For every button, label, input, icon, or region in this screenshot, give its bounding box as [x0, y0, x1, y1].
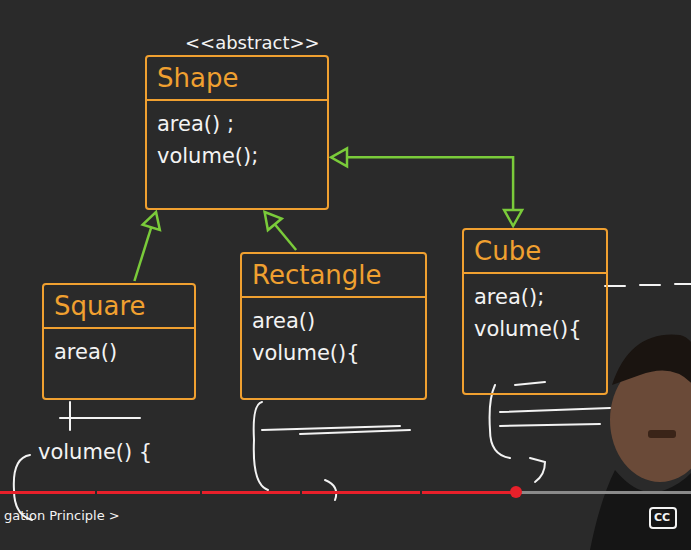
method: area() [252, 306, 415, 338]
class-box: Square area() [42, 283, 196, 400]
method: volume(){ [474, 314, 596, 346]
method: volume(); [157, 141, 317, 173]
method: area() ; [157, 109, 317, 141]
note-label: CC [654, 511, 670, 524]
class-box: Shapearea() ;volume(); [145, 55, 329, 210]
note-label: volume() { [38, 440, 152, 464]
note-label: gation Principle > [4, 508, 120, 523]
inheritance-arrow [265, 212, 297, 250]
method-list: area()volume(){ [242, 298, 425, 377]
class-name: Shape [147, 57, 327, 101]
method-list: area();volume(){ [464, 274, 606, 353]
class-name: Cube [464, 230, 606, 274]
method-list: area() [44, 329, 194, 377]
class-box: Cubearea();volume(){ [462, 228, 608, 395]
note-label: <<abstract>> [185, 32, 320, 53]
method: area(); [474, 282, 596, 314]
inheritance-arrow [331, 148, 522, 226]
class-box: Rectanglearea()volume(){ [240, 252, 427, 400]
class-name: Rectangle [242, 254, 425, 298]
class-name: Square [44, 285, 194, 329]
method-list: area() ;volume(); [147, 101, 327, 180]
inheritance-arrow [134, 212, 159, 281]
method: volume(){ [252, 338, 415, 370]
method: area() [54, 337, 184, 369]
